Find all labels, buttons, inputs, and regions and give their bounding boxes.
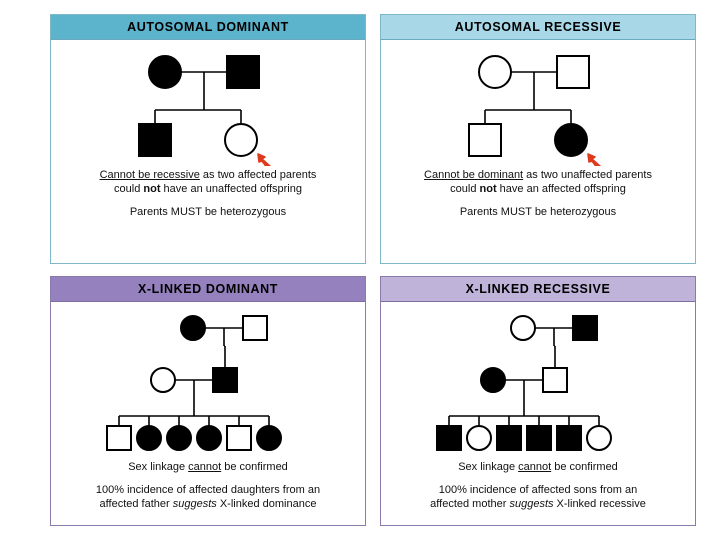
unaffected-male-symbol	[242, 315, 268, 341]
panel-title-x-linked-dominant: X-LINKED DOMINANT	[51, 277, 365, 302]
panel-x-linked-dominant: X-LINKED DOMINANT Sex linkage cannot be c…	[50, 276, 366, 526]
affected-male-symbol	[496, 425, 522, 451]
caption-line-2: could not have an affected offspring	[450, 183, 626, 195]
unaffected-female-symbol	[150, 367, 176, 393]
pedigree-container	[51, 308, 365, 458]
affected-female-symbol	[148, 55, 182, 89]
affected-female-symbol	[136, 425, 162, 451]
panel-title-x-linked-recessive: X-LINKED RECESSIVE	[381, 277, 695, 302]
affected-female-symbol	[166, 425, 192, 451]
proband-arrow-icon	[587, 153, 602, 166]
caption-line-3: Parents MUST be heterozygous	[129, 206, 287, 218]
caption-line-2: 100% incidence of affected sons from an	[438, 484, 638, 496]
caption-line-1: Cannot be dominant as two unaffected par…	[424, 169, 652, 181]
caption-line-3: Parents MUST be heterozygous	[459, 206, 617, 218]
pedigree-diagram	[436, 315, 612, 451]
unaffected-female-symbol	[466, 425, 492, 451]
caption-line-1: Sex linkage cannot be confirmed	[458, 461, 618, 473]
pedigree-diagram	[106, 315, 282, 451]
unaffected-female-symbol	[510, 315, 536, 341]
caption-line-3: affected mother suggests X-linked recess…	[430, 498, 646, 510]
panel-body: Cannot be recessive as two affected pare…	[51, 40, 365, 263]
caption-line-2: 100% incidence of affected daughters fro…	[95, 484, 321, 496]
affected-male-symbol	[572, 315, 598, 341]
unaffected-male-symbol	[226, 425, 252, 451]
proband-arrow-icon	[257, 153, 272, 166]
caption-line-3: affected father suggests X-linked domina…	[99, 498, 317, 510]
panel-body: Cannot be dominant as two unaffected par…	[381, 40, 695, 263]
affected-female-symbol	[180, 315, 206, 341]
panel-title-autosomal-recessive: AUTOSOMAL RECESSIVE	[381, 15, 695, 40]
affected-female-symbol	[480, 367, 506, 393]
panel-caption: Sex linkage cannot be confirmed 100% inci…	[51, 458, 365, 525]
pedigree-container	[381, 308, 695, 458]
panel-x-linked-recessive: X-LINKED RECESSIVE Sex linkage cannot be …	[380, 276, 696, 526]
affected-male-symbol	[226, 55, 260, 89]
affected-male-symbol	[212, 367, 238, 393]
affected-female-symbol	[256, 425, 282, 451]
panel-caption: Cannot be dominant as two unaffected par…	[381, 166, 695, 263]
pedigree-container	[381, 46, 695, 166]
caption-line-1: Cannot be recessive as two affected pare…	[99, 169, 317, 181]
panel-caption: Cannot be recessive as two affected pare…	[51, 166, 365, 263]
unaffected-female-symbol	[224, 123, 258, 157]
panel-title-autosomal-dominant: AUTOSOMAL DOMINANT	[51, 15, 365, 40]
panel-body: Sex linkage cannot be confirmed 100% inci…	[381, 302, 695, 525]
unaffected-male-symbol	[468, 123, 502, 157]
affected-male-symbol	[436, 425, 462, 451]
unaffected-female-symbol	[586, 425, 612, 451]
unaffected-male-symbol	[556, 55, 590, 89]
affected-male-symbol	[526, 425, 552, 451]
affected-female-symbol	[196, 425, 222, 451]
affected-female-symbol	[554, 123, 588, 157]
panel-autosomal-recessive: AUTOSOMAL RECESSIVE Cannot be dominant as…	[380, 14, 696, 264]
unaffected-male-symbol	[542, 367, 568, 393]
panel-body: Sex linkage cannot be confirmed 100% inci…	[51, 302, 365, 525]
panel-autosomal-dominant: AUTOSOMAL DOMINANT Cannot be recessive as…	[50, 14, 366, 264]
caption-line-2: could not have an unaffected offspring	[114, 183, 302, 195]
affected-male-symbol	[138, 123, 172, 157]
pedigree-container	[51, 46, 365, 166]
pedigree-diagram	[138, 55, 272, 166]
affected-male-symbol	[556, 425, 582, 451]
panel-caption: Sex linkage cannot be confirmed 100% inci…	[381, 458, 695, 525]
caption-line-1: Sex linkage cannot be confirmed	[128, 461, 288, 473]
unaffected-male-symbol	[106, 425, 132, 451]
unaffected-female-symbol	[478, 55, 512, 89]
pedigree-diagram	[468, 55, 602, 166]
